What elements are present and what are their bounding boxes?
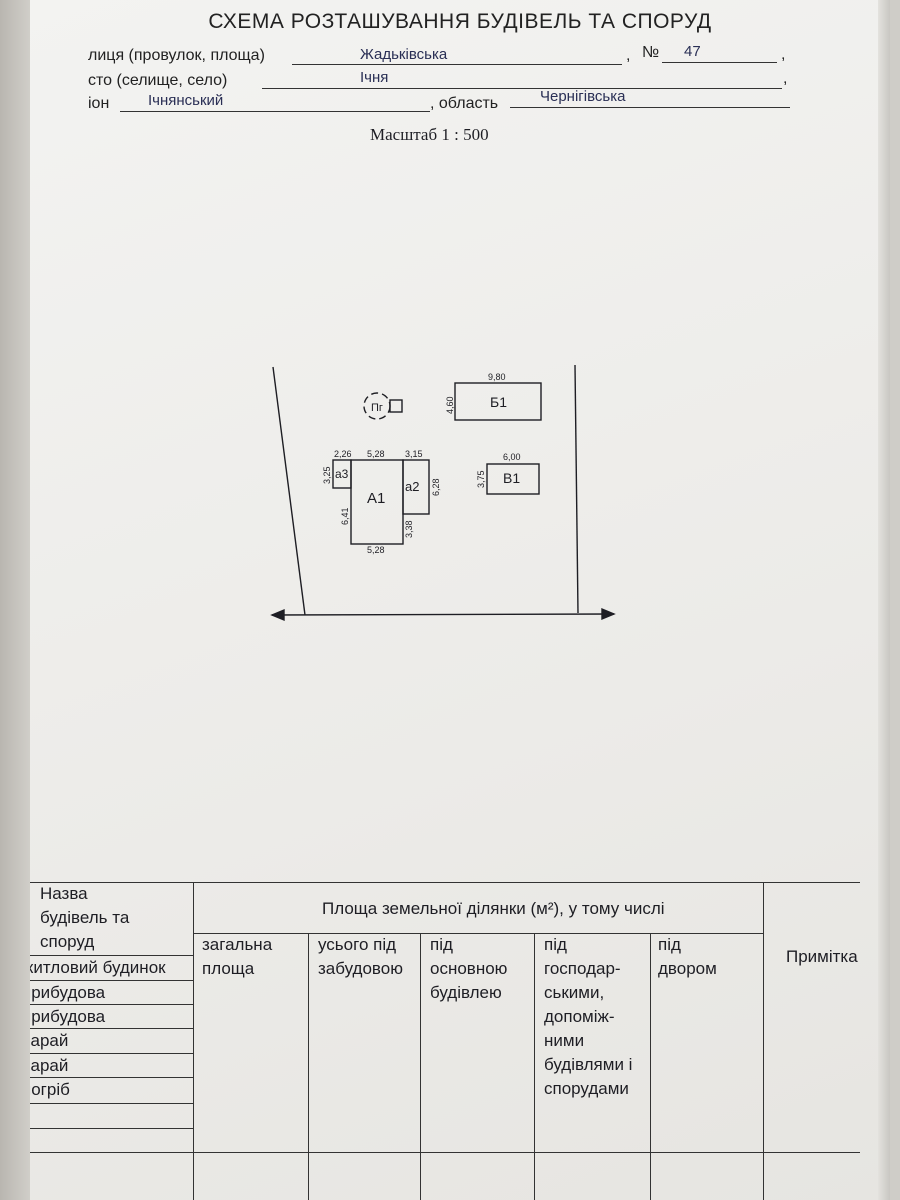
col-line-2 — [308, 933, 309, 1200]
document-sheet: СХЕМА РОЗТАШУВАННЯ БУДІВЕЛЬ ТА СПОРУД ли… — [30, 0, 890, 1200]
region-label: , область — [430, 95, 499, 112]
a1-left: 6,41 — [340, 507, 350, 525]
scale-label: Масштаб 1 : 500 — [370, 125, 489, 144]
note-header: Примітка — [786, 947, 858, 966]
b1-label: Б1 — [490, 394, 507, 410]
number-label: № — [642, 44, 660, 61]
table-row: погріб — [30, 1080, 70, 1099]
table-top-line — [30, 882, 860, 883]
table-row: житловий будинок — [30, 958, 166, 977]
arrow-left — [270, 608, 285, 622]
col-line-4 — [534, 933, 535, 1200]
v1-label: В1 — [503, 470, 520, 486]
col-name-header: Назва будівель та споруд — [40, 884, 130, 951]
col-line-1 — [193, 882, 194, 1200]
district-label: іон — [88, 95, 110, 112]
col-line-6 — [763, 882, 764, 1200]
pg-entrance — [389, 399, 403, 413]
building-a3 — [332, 459, 352, 489]
table-row: прибудова — [30, 1007, 106, 1026]
v1-height: 3,75 — [476, 470, 486, 488]
col-line-5 — [650, 933, 651, 1200]
building-a2 — [402, 459, 430, 515]
a2-right: 6,28 — [431, 478, 441, 496]
region-underline — [510, 89, 790, 108]
col-line-3 — [420, 933, 421, 1200]
a1-top: 5,28 — [367, 449, 385, 459]
street-underline — [292, 46, 622, 65]
document-title: СХЕМА РОЗТАШУВАННЯ БУДІВЕЛЬ ТА СПОРУД — [208, 10, 712, 33]
arrow-right — [601, 607, 616, 621]
boundary-left — [272, 366, 306, 616]
pg-label: Пг — [371, 402, 383, 414]
street-label: лиця (провулок, площа) — [88, 47, 265, 64]
a3-top: 2,26 — [334, 449, 352, 459]
number-underline — [662, 44, 777, 63]
a1-label: А1 — [367, 490, 385, 507]
street-value: Жадьківська — [360, 46, 448, 63]
a3-label: а3 — [335, 467, 349, 481]
building-b1 — [454, 382, 542, 421]
b1-width: 9,80 — [488, 372, 506, 382]
a3-left: 3,25 — [322, 466, 332, 484]
city-value: Ічня — [360, 69, 389, 86]
b1-height: 4,60 — [445, 396, 455, 414]
area-header: Площа земельної ділянки (м²), у тому чис… — [322, 899, 665, 918]
subheader-built: усього під забудовою — [318, 935, 403, 978]
table-row: прибудова — [30, 983, 106, 1002]
table-sum-line — [30, 1152, 860, 1153]
subheader-total: загальна площа — [202, 935, 273, 978]
a1-bottom: 5,28 — [367, 545, 385, 555]
boundary-right — [574, 364, 579, 614]
table-row: сарай — [30, 1056, 69, 1075]
a2-label: а2 — [405, 479, 419, 494]
v1-width: 6,00 — [503, 452, 521, 462]
boundary-bottom — [271, 613, 615, 616]
subheader-yard: під двором — [658, 935, 717, 978]
number-value: 47 — [684, 43, 701, 60]
a2-bottom: 3,38 — [404, 520, 414, 538]
district-value: Ічнянський — [148, 92, 224, 109]
city-label: сто (селище, село) — [88, 72, 228, 89]
subheader-main: під основною будівлею — [430, 935, 508, 1002]
table-row: сарай — [30, 1031, 69, 1050]
subheader-line — [193, 933, 763, 934]
subheader-aux: під господар- ськими, допоміж- ними буді… — [544, 935, 633, 1098]
a2-top: 3,15 — [405, 449, 423, 459]
city-underline — [262, 70, 782, 89]
building-v1 — [486, 463, 540, 495]
region-value: Чернігівська — [540, 88, 626, 105]
site-plan: Пг Б1 9,80 4,60 В1 6,00 3,75 А1 5,28 6,4… — [270, 364, 616, 622]
sheet-edge — [878, 0, 890, 1200]
district-underline — [120, 93, 430, 112]
